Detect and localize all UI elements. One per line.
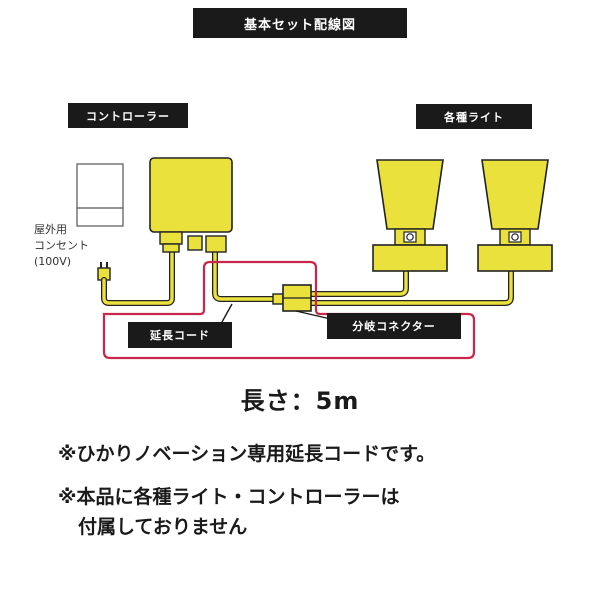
lights-label: 各種ライト	[416, 104, 532, 129]
light-fixture-2	[477, 159, 553, 272]
outlet-label-line1: 屋外用	[34, 223, 67, 236]
outdoor-outlet	[76, 163, 124, 227]
note-not-included-line2: 付属しておりません	[78, 516, 248, 538]
power-plug-icon	[97, 262, 111, 281]
cord-length-text: 長さ：5m	[240, 387, 360, 415]
branch-connector-label: 分岐コネクター	[327, 313, 461, 339]
diagram-title: 基本セット配線図	[193, 8, 407, 38]
cords	[101, 249, 514, 306]
controller-device	[149, 157, 233, 253]
extension-pointer-line	[221, 303, 233, 323]
controller-label: コントローラー	[68, 103, 188, 128]
branch-connector	[272, 284, 312, 312]
note-not-included-line1: ※本品に各種ライト・コントローラーは	[58, 486, 400, 508]
outlet-label: 屋外用 コンセント (100V)	[34, 222, 89, 270]
extension-cord-label: 延長コード	[128, 322, 232, 348]
outlet-label-line2: コンセント	[34, 239, 89, 252]
extension-highlight-outline	[102, 260, 476, 360]
outlet-label-line3: (100V)	[34, 255, 72, 268]
note-exclusive-cord: ※ひかりノベーション専用延長コードです。	[58, 443, 436, 465]
light-fixture-1	[372, 159, 448, 272]
